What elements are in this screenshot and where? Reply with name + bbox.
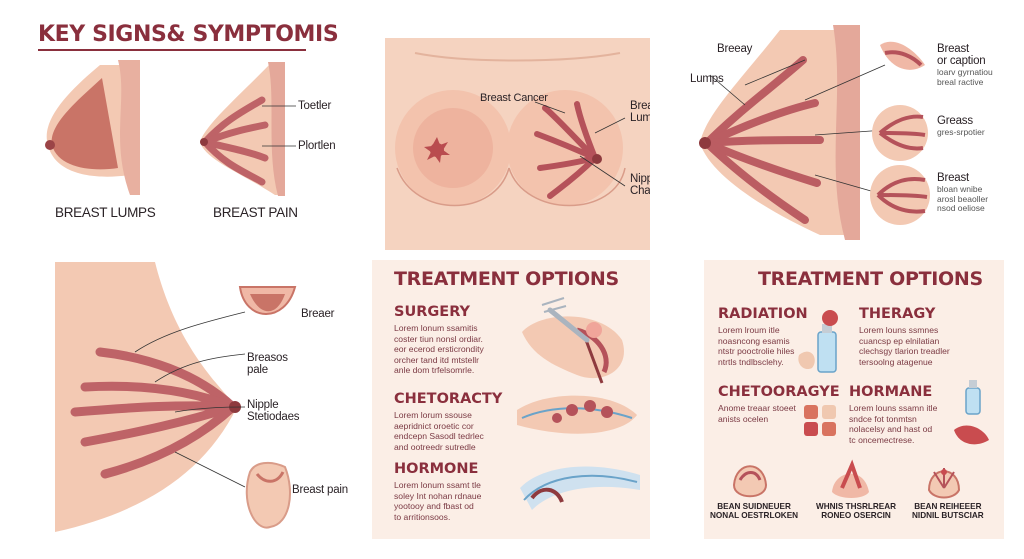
label-greass-sub: gres-srpotier bbox=[937, 127, 985, 137]
label-breast-or-caption: Breast or caption bbox=[937, 43, 986, 67]
label-lumps: Lumps bbox=[690, 73, 724, 85]
tissue-illustration bbox=[55, 262, 297, 532]
label-nipple-stetiodaes: Nipple Stetiodaes bbox=[247, 399, 300, 423]
label-breast-or-caption-sub: loarv gyrnatiou breal ractive bbox=[937, 67, 993, 87]
label-toetler: Toetler bbox=[298, 100, 332, 112]
hormane-title: HORMANE bbox=[849, 384, 933, 400]
label-breast-3: Breast bbox=[937, 172, 970, 184]
caption-breast-lumps: BREAST LUMPS bbox=[55, 205, 156, 220]
title-underline bbox=[38, 49, 306, 51]
label-breast-3-sub: bloan wnibe arosl beaoller nsod oeliose bbox=[937, 184, 989, 213]
panel-treatment-options-1: TREATMENT OPTIONS SURGERY Lorem lonum ss… bbox=[372, 260, 650, 539]
chetoracty-body: Lorem lorum ssouse aepridnict oroetic co… bbox=[394, 410, 484, 452]
label-greass: Greass bbox=[937, 115, 973, 127]
panel-tissue: Breaer Breasos pale Nipple Stetiodaes Br… bbox=[55, 262, 355, 547]
treatment-illustrations-2 bbox=[732, 310, 989, 499]
caption-breast-pain: BREAST PAIN bbox=[213, 205, 298, 220]
label-nipple-changes: Nipple Changes bbox=[630, 173, 650, 197]
caption-whnis-thsrlrear: WHNIS THSRLREAR RONEO OSERCIN bbox=[816, 502, 897, 520]
hormone-title: HORMONE bbox=[394, 461, 479, 477]
chetoracty-title: CHETORACTY bbox=[394, 391, 503, 407]
breast-lumps-illustration bbox=[45, 60, 296, 196]
treatment-title-2: TREATMENT OPTIONS bbox=[758, 268, 983, 290]
label-breast-lumps: Breast Lumps bbox=[630, 100, 650, 124]
treatment-illustrations-1 bbox=[517, 297, 640, 510]
torso-illustration bbox=[385, 38, 650, 250]
panel-key-signs: KEY SIGNS& SYMPTOMIS Toetler Plortlen BR… bbox=[0, 0, 350, 255]
panel-breast-cancer: Breast Cancer Breast Lumps Nipple Change… bbox=[385, 38, 650, 250]
hormone-body: Lorem lonum ssamt tle soley Int nohan rd… bbox=[394, 480, 482, 522]
radiation-body: Lorem lroum itle noasncong esamis ntstr … bbox=[718, 325, 795, 367]
caption-bean-suidneuer: BEAN SUIDNEUER NONAL OESTRLOKEN bbox=[710, 502, 799, 520]
panel-anatomy: Breeay Lumps Breast or caption loarv gyr… bbox=[685, 15, 1024, 245]
label-breasos-pale: Breasos pale bbox=[247, 352, 288, 376]
theragy-title: THERAGY bbox=[859, 306, 936, 322]
label-breast-pain: Breast pain bbox=[292, 484, 348, 496]
label-breast-cancer: Breast Cancer bbox=[480, 92, 548, 104]
treatment-title-1: TREATMENT OPTIONS bbox=[394, 268, 619, 290]
anatomy-illustration bbox=[699, 25, 930, 240]
theragy-body: Lorem louns ssmnes cuancsp ep elnilatian… bbox=[859, 325, 950, 367]
panel-treatment-options-2: TREATMENT OPTIONS RADIATION Lorem lroum … bbox=[704, 260, 1004, 539]
label-breaer: Breaer bbox=[301, 308, 335, 320]
surgery-title: SURGERY bbox=[394, 304, 471, 320]
hormane-body: Lorem louns ssamn itle sndce fot tonmtsn… bbox=[849, 403, 938, 445]
caption-bean-reiheeer: BEAN REIHEEER NIDNIL BUTSCIAR bbox=[912, 502, 984, 520]
label-breeay: Breeay bbox=[717, 43, 753, 55]
chetooragye-body: Anome treaar stoeet anists ocelen bbox=[718, 403, 796, 424]
chetooragye-title: CHETOORAGYE bbox=[718, 384, 840, 400]
radiation-title: RADIATION bbox=[718, 306, 808, 322]
surgery-body: Lorem lonum ssamitis coster tiun nonsl o… bbox=[394, 323, 484, 376]
label-plortlen: Plortlen bbox=[298, 140, 336, 152]
key-signs-title: KEY SIGNS& SYMPTOMIS bbox=[38, 22, 339, 47]
